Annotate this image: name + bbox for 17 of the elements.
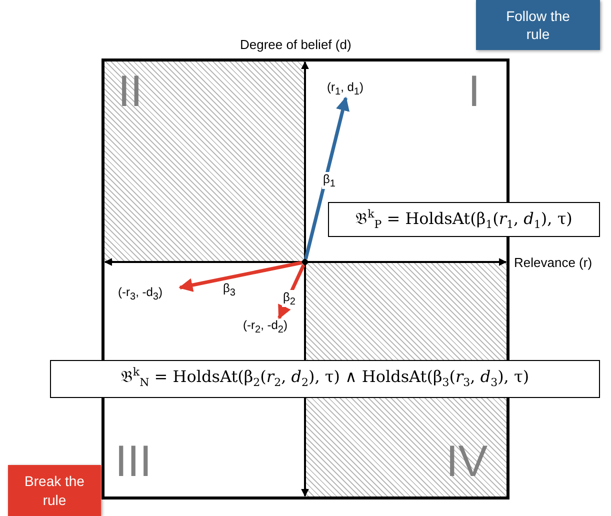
formula-box: 𝔅$^{k}$$_{N}$ = HoldsAt(β$_{2}$(r$_{2}$, d$_{2}$), τ) ∧ HoldsAt(β$_{3}$(r$_{3}$, d$_{3}$), τ) (50, 360, 600, 398)
quadrant-numeral: III (115, 440, 152, 484)
axis-label: Relevance (r) (514, 255, 592, 270)
formula-box: 𝔅$^{k}$$_{P}$ = HoldsAt(β$_{1}$(r$_{1}$, d$_{1}$), τ) (328, 202, 600, 237)
axis-label: Degree of belief (d) (240, 37, 352, 52)
callout-tag: Follow the rule (476, 0, 600, 50)
callout-tag: Break the rule (8, 465, 101, 516)
point-label: (-r$_{3}$, -d$_{3}$) (118, 285, 180, 303)
vector-arrow (178, 260, 302, 292)
quadrant-numeral: I (468, 70, 480, 114)
vector-arrow (278, 264, 306, 320)
point-label: (-r$_{2}$, -d$_{2}$) (243, 318, 307, 336)
edge-label: β$_{2}$ (282, 290, 296, 308)
edge-label: β$_{1}$ (322, 172, 336, 190)
edge-label: β$_{3}$ (222, 281, 236, 298)
vector-arrow (304, 96, 350, 260)
point-label: (r$_{1}$, d$_{1}$) (327, 80, 369, 98)
